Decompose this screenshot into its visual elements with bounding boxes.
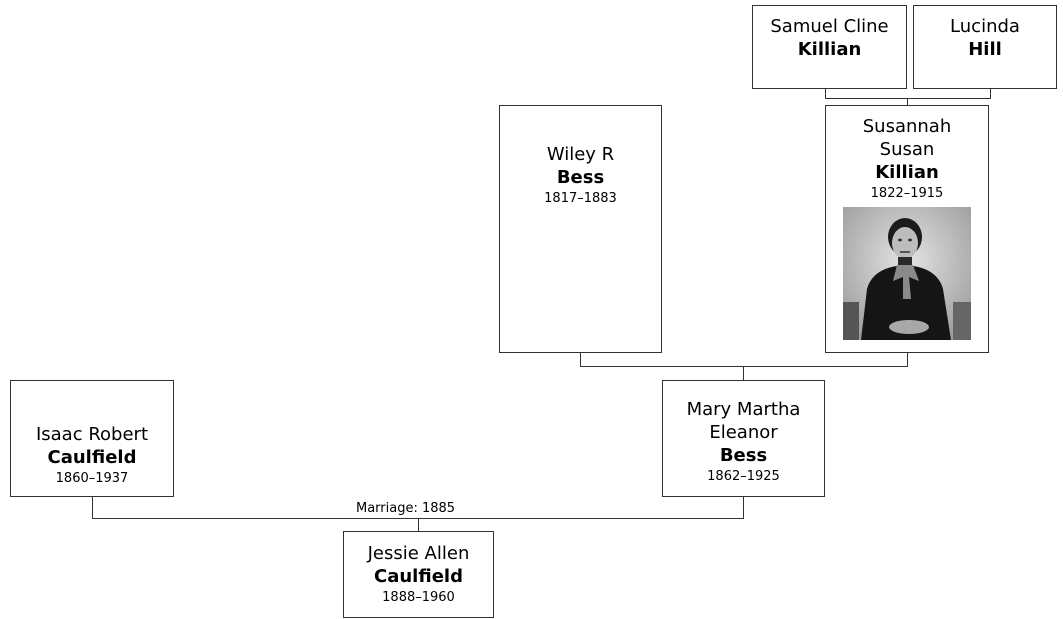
life-dates: 1862–1925 xyxy=(707,469,780,484)
connector-isaac-down xyxy=(92,497,93,518)
given-name: Wiley R xyxy=(546,144,615,165)
life-dates: 1817–1883 xyxy=(544,191,617,206)
life-dates: 1822–1915 xyxy=(870,186,944,201)
surname: Hill xyxy=(968,39,1002,60)
given-name: Jessie Allen xyxy=(367,543,470,564)
surname: Bess xyxy=(556,167,605,188)
given-name-line-1: Susannah xyxy=(862,116,952,137)
person-card-isaac-caulfield[interactable]: Isaac Robert Caulfield 1860–1937 xyxy=(10,380,174,497)
connector-to-susannah xyxy=(907,98,908,106)
given-name-line-2: Susan xyxy=(879,139,935,160)
surname: Killian xyxy=(875,162,939,183)
person-card-lucinda-hill[interactable]: Lucinda Hill xyxy=(913,5,1057,89)
connector-bess-killian xyxy=(580,366,908,367)
person-card-jessie-caulfield[interactable]: Jessie Allen Caulfield 1888–1960 xyxy=(343,531,494,618)
connector-to-jessie xyxy=(418,518,419,531)
connector-to-mary xyxy=(743,366,744,380)
portrait-photo-icon xyxy=(843,207,971,340)
connector-susannah-down xyxy=(907,353,908,366)
person-card-mary-bess[interactable]: Mary Martha Eleanor Bess 1862–1925 xyxy=(662,380,825,497)
surname: Bess xyxy=(719,445,768,466)
given-name: Lucinda xyxy=(950,16,1020,37)
given-name: Isaac Robert xyxy=(35,424,149,445)
person-card-samuel-killian[interactable]: Samuel Cline Killian xyxy=(752,5,907,89)
given-name: Samuel Cline xyxy=(770,16,889,37)
life-dates: 1888–1960 xyxy=(382,590,455,605)
given-name-line-1: Mary Martha xyxy=(686,399,801,420)
person-card-susannah-killian[interactable]: Susannah Susan Killian 1822–1915 xyxy=(825,105,989,353)
connector-wiley-down xyxy=(580,353,581,366)
connector-samuel-down xyxy=(825,89,826,99)
connector-mary-down xyxy=(743,497,744,518)
surname: Caulfield xyxy=(47,447,137,468)
given-name-line-2: Eleanor xyxy=(709,422,778,443)
connector-lucinda-down xyxy=(990,89,991,99)
connector-killian-hill xyxy=(825,98,991,99)
life-dates: 1860–1937 xyxy=(55,471,129,486)
marriage-label: Marriage: 1885 xyxy=(353,501,459,516)
surname: Caulfield xyxy=(374,566,463,587)
surname: Killian xyxy=(797,39,862,60)
person-card-wiley-bess[interactable]: Wiley R Bess 1817–1883 xyxy=(499,105,662,353)
